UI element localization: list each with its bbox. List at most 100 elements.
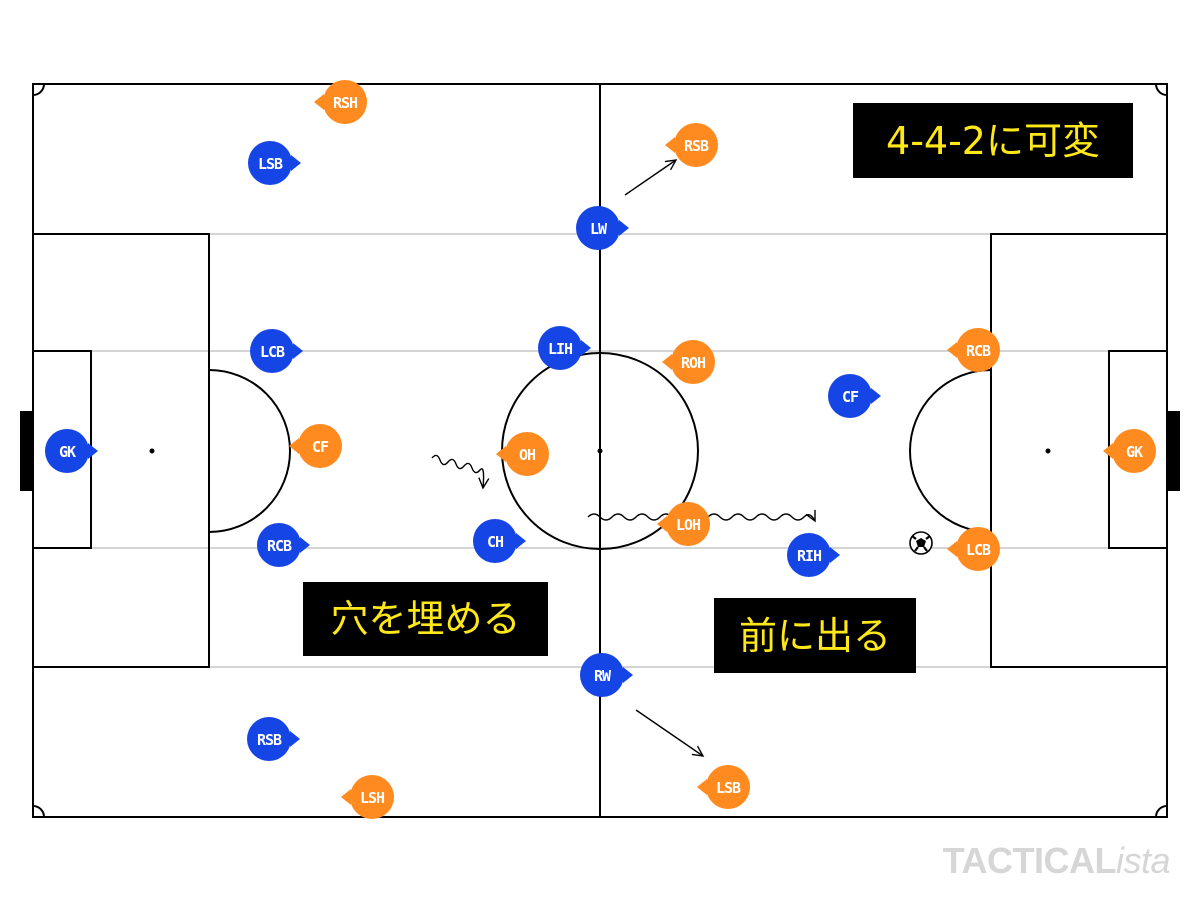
facing-arrow-icon [657, 516, 667, 532]
arrow-icon [635, 709, 705, 757]
home-player-rsb[interactable]: RSB [247, 717, 300, 761]
player-token [580, 653, 624, 697]
player-label: RSB [684, 137, 709, 155]
player-token [671, 340, 715, 384]
player-label: RCB [966, 342, 991, 360]
player-token [828, 374, 872, 418]
facing-arrow-icon [341, 789, 351, 805]
facing-arrow-icon [293, 343, 303, 359]
away-player-gk[interactable]: GK [1103, 429, 1156, 473]
arrow-icon [624, 159, 678, 196]
player-token [298, 424, 342, 468]
player-label: LW [590, 220, 608, 238]
player-token [674, 123, 718, 167]
player-label: RSB [257, 731, 282, 749]
player-label: LIH [548, 340, 573, 358]
player-token [350, 775, 394, 819]
player-token [45, 429, 89, 473]
facing-arrow-icon [290, 731, 300, 747]
home-player-rih[interactable]: RIH [787, 533, 840, 577]
away-player-roh[interactable]: ROH [662, 340, 715, 384]
player-label: RSH [333, 94, 358, 112]
fill-gap-note: 穴を埋める [303, 582, 548, 656]
formation-note-text: 4-4-2に可変 [886, 118, 1100, 163]
player-label: GK [59, 443, 76, 461]
corner-arc-tr [1155, 83, 1168, 96]
player-token [956, 328, 1000, 372]
home-player-ch[interactable]: CH [473, 519, 526, 563]
corner-arc-bl [32, 805, 45, 818]
player-label: RCB [267, 537, 292, 555]
facing-arrow-icon [314, 94, 324, 110]
left-penalty-spot [149, 448, 155, 454]
player-token [706, 765, 750, 809]
player-token [250, 329, 294, 373]
away-player-cf[interactable]: CF [289, 424, 342, 468]
away-player-oh[interactable]: OH [496, 432, 549, 476]
player-token [1112, 429, 1156, 473]
away-player-lsh[interactable]: LSH [341, 775, 394, 819]
home-player-gk[interactable]: GK [45, 429, 98, 473]
home-player-rw[interactable]: RW [580, 653, 633, 697]
player-token [787, 533, 831, 577]
corner-arc-br [1155, 805, 1168, 818]
players: GK LSB LCB RCB RSB LW LIH CH RW CF RIH RSH RSB CF OH RO… [45, 80, 1156, 819]
player-token [576, 206, 620, 250]
center-spot [597, 448, 603, 454]
player-label: CH [487, 533, 504, 551]
wavy-arrow-icon [431, 454, 490, 490]
away-player-lsb[interactable]: LSB [697, 765, 750, 809]
away-player-loh[interactable]: LOH [657, 502, 710, 546]
left-goal [20, 411, 33, 491]
facing-arrow-icon [88, 443, 98, 459]
player-label: CF [312, 438, 329, 456]
player-label: LSH [360, 789, 385, 807]
right-penalty-arc [909, 369, 992, 533]
player-label: LSB [716, 779, 741, 797]
facing-arrow-icon [289, 438, 299, 454]
facing-arrow-icon [291, 155, 301, 171]
home-player-lcb[interactable]: LCB [250, 329, 303, 373]
player-token [538, 326, 582, 370]
facing-arrow-icon [300, 537, 310, 553]
right-penalty-spot [1045, 448, 1051, 454]
step-out-note: 前に出る [714, 598, 916, 673]
home-player-cf[interactable]: CF [828, 374, 881, 418]
facing-arrow-icon [665, 137, 675, 153]
facing-arrow-icon [516, 533, 526, 549]
facing-arrow-icon [619, 220, 629, 236]
away-player-lcb[interactable]: LCB [947, 527, 1000, 571]
home-player-lsb[interactable]: LSB [248, 141, 301, 185]
player-label: LOH [676, 516, 701, 534]
player-label: LCB [260, 343, 285, 361]
player-label: RIH [797, 547, 822, 565]
player-label: ROH [681, 354, 706, 372]
player-label: LSB [258, 155, 283, 173]
facing-arrow-icon [697, 779, 707, 795]
fill-gap-note-text: 穴を埋める [330, 597, 521, 641]
facing-arrow-icon [947, 342, 957, 358]
player-token [473, 519, 517, 563]
player-token [257, 523, 301, 567]
away-player-rsb[interactable]: RSB [665, 123, 718, 167]
home-player-rcb[interactable]: RCB [257, 523, 310, 567]
home-player-lw[interactable]: LW [576, 206, 629, 250]
facing-arrow-icon [623, 667, 633, 683]
step-out-note-text: 前に出る [738, 613, 891, 658]
right-goal [1167, 411, 1180, 491]
away-player-rsh[interactable]: RSH [314, 80, 367, 124]
facing-arrow-icon [830, 547, 840, 563]
facing-arrow-icon [496, 446, 506, 462]
player-label: GK [1126, 443, 1143, 461]
away-player-rcb[interactable]: RCB [947, 328, 1000, 372]
player-token [323, 80, 367, 124]
facing-arrow-icon [662, 354, 672, 370]
player-label: LCB [966, 541, 991, 559]
facing-arrow-icon [1103, 443, 1113, 459]
facing-arrow-icon [871, 388, 881, 404]
player-token [666, 502, 710, 546]
facing-arrow-icon [947, 541, 957, 557]
player-label: RW [594, 667, 612, 685]
home-player-lih[interactable]: LIH [538, 326, 591, 370]
